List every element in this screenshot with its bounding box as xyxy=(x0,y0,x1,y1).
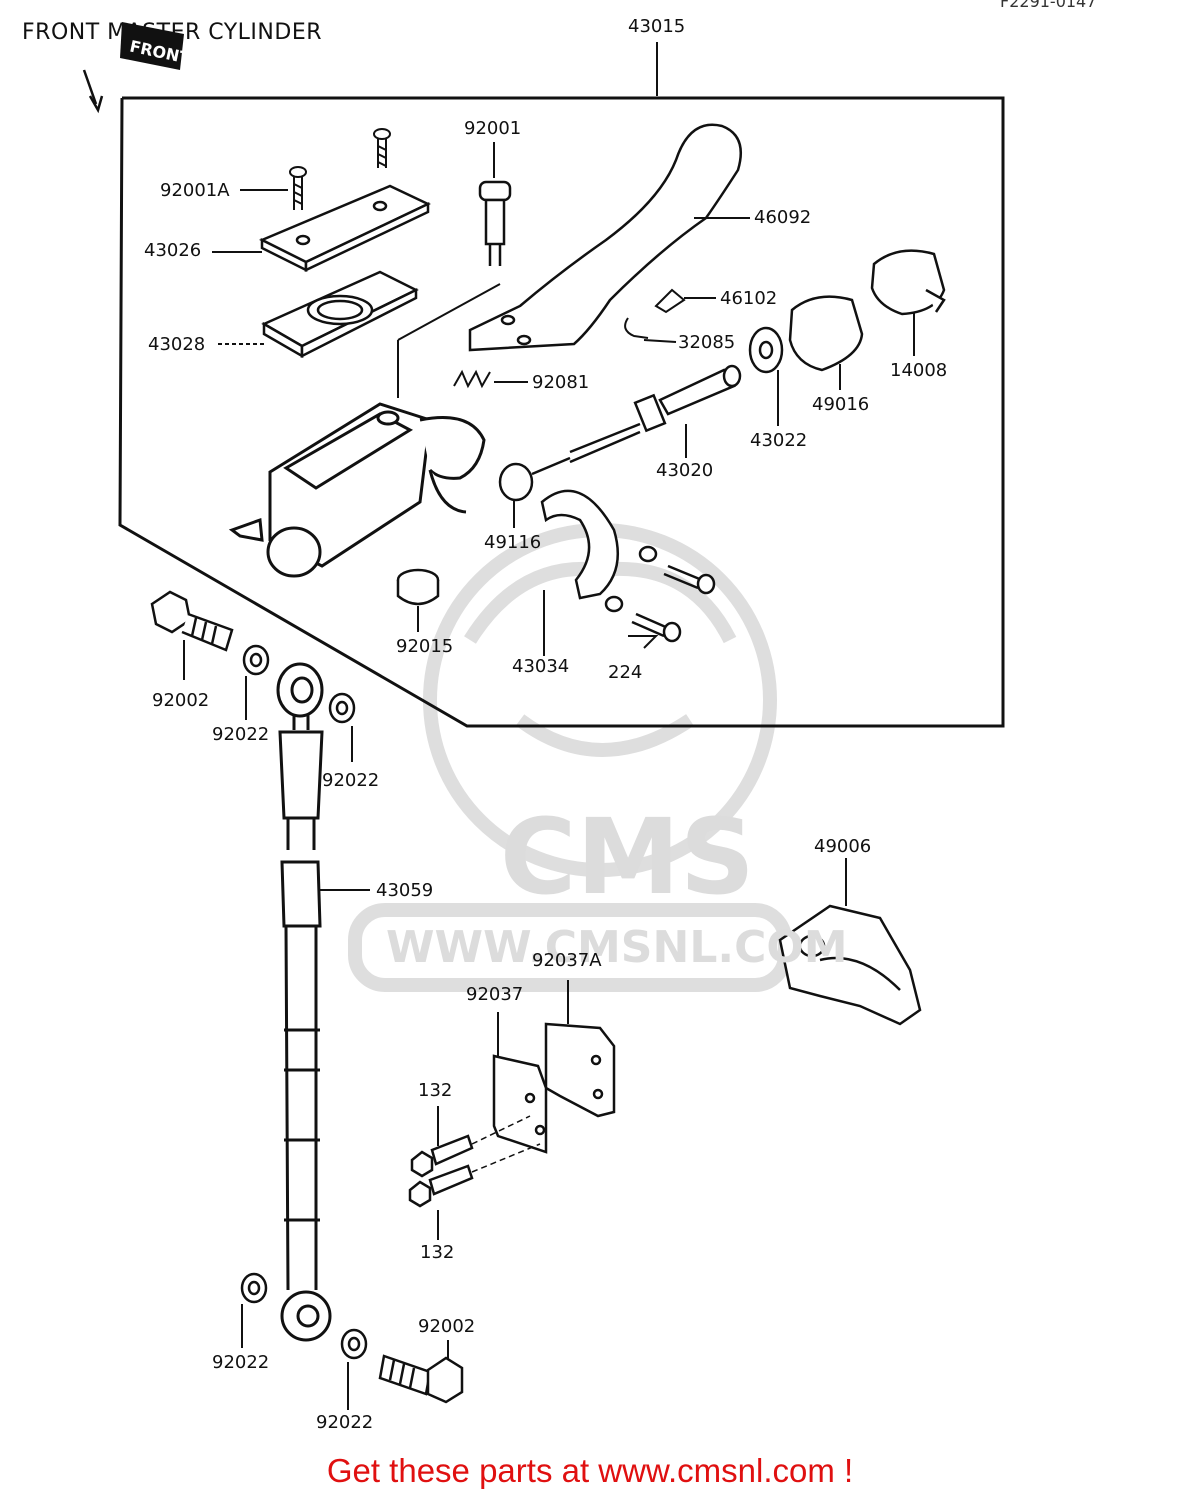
part-label-43026: 43026 xyxy=(144,240,202,261)
part-label-92002-top: 92002 xyxy=(152,690,210,711)
spacer xyxy=(396,568,440,606)
part-label-43059: 43059 xyxy=(376,880,434,901)
part-label-132-bottom: 132 xyxy=(420,1242,455,1263)
part-label-92001A: 92001A xyxy=(160,180,230,201)
brake-hose xyxy=(276,662,332,1342)
part-label-92037A: 92037A xyxy=(532,950,602,971)
part-label-43028: 43028 xyxy=(148,334,206,355)
part-label-43022: 43022 xyxy=(750,430,808,451)
clip-icon xyxy=(624,288,686,339)
part-label-46102: 46102 xyxy=(720,288,778,309)
part-label-43015: 43015 xyxy=(628,16,686,37)
part-label-92022-d: 92022 xyxy=(316,1412,374,1433)
part-label-49006: 49006 xyxy=(814,836,872,857)
footer-link[interactable]: Get these parts at www.cmsnl.com ! xyxy=(326,1452,854,1489)
spring xyxy=(453,369,491,389)
brake-lever xyxy=(468,123,742,352)
handlebar-clamp xyxy=(540,489,620,600)
watermark-url: WWW.CMSNL.COM xyxy=(386,922,848,973)
clamp-bolt-icon xyxy=(604,545,716,643)
part-label-92022-a: 92022 xyxy=(212,724,270,745)
part-label-92037: 92037 xyxy=(466,984,524,1005)
screw-icon xyxy=(289,128,391,210)
part-label-224: 224 xyxy=(608,662,643,683)
washer xyxy=(748,326,784,374)
lever-cap xyxy=(870,249,946,316)
reservoir-cap xyxy=(259,184,431,273)
front-tag-icon: FRONT xyxy=(120,22,188,70)
part-label-32085: 32085 xyxy=(678,332,736,353)
part-label-92002-bottom: 92002 xyxy=(418,1316,476,1337)
part-label-92022-b: 92022 xyxy=(322,770,380,791)
watermark-brand: CMS xyxy=(500,796,755,918)
banjo-bolt-icon xyxy=(378,1354,464,1404)
washer-icon xyxy=(240,644,368,1360)
part-label-46092: 46092 xyxy=(754,207,812,228)
front-arrow-icon xyxy=(82,69,104,114)
banjo-bolt-icon xyxy=(150,590,234,652)
part-label-92001: 92001 xyxy=(464,118,522,139)
hose-guide xyxy=(778,904,922,1026)
part-label-14008: 14008 xyxy=(890,360,948,381)
part-label-43034: 43034 xyxy=(512,656,570,677)
part-label-132-top: 132 xyxy=(418,1080,453,1101)
part-label-92081: 92081 xyxy=(532,372,590,393)
cylinder-body xyxy=(228,402,486,578)
part-label-43020: 43020 xyxy=(656,460,714,481)
piston-assembly xyxy=(498,364,742,502)
mount-bracket xyxy=(492,1022,616,1154)
pivot-bolt xyxy=(478,180,512,266)
diaphragm xyxy=(261,270,419,359)
part-label-49116: 49116 xyxy=(484,532,542,553)
dust-boot xyxy=(788,295,864,372)
assembly-frame xyxy=(118,96,1005,728)
part-label-92015: 92015 xyxy=(396,636,454,657)
part-label-49016: 49016 xyxy=(812,394,870,415)
bolt-icon xyxy=(408,1134,474,1208)
diagram-code: F2291-0147 xyxy=(1000,0,1097,11)
part-label-92022-c: 92022 xyxy=(212,1352,270,1373)
